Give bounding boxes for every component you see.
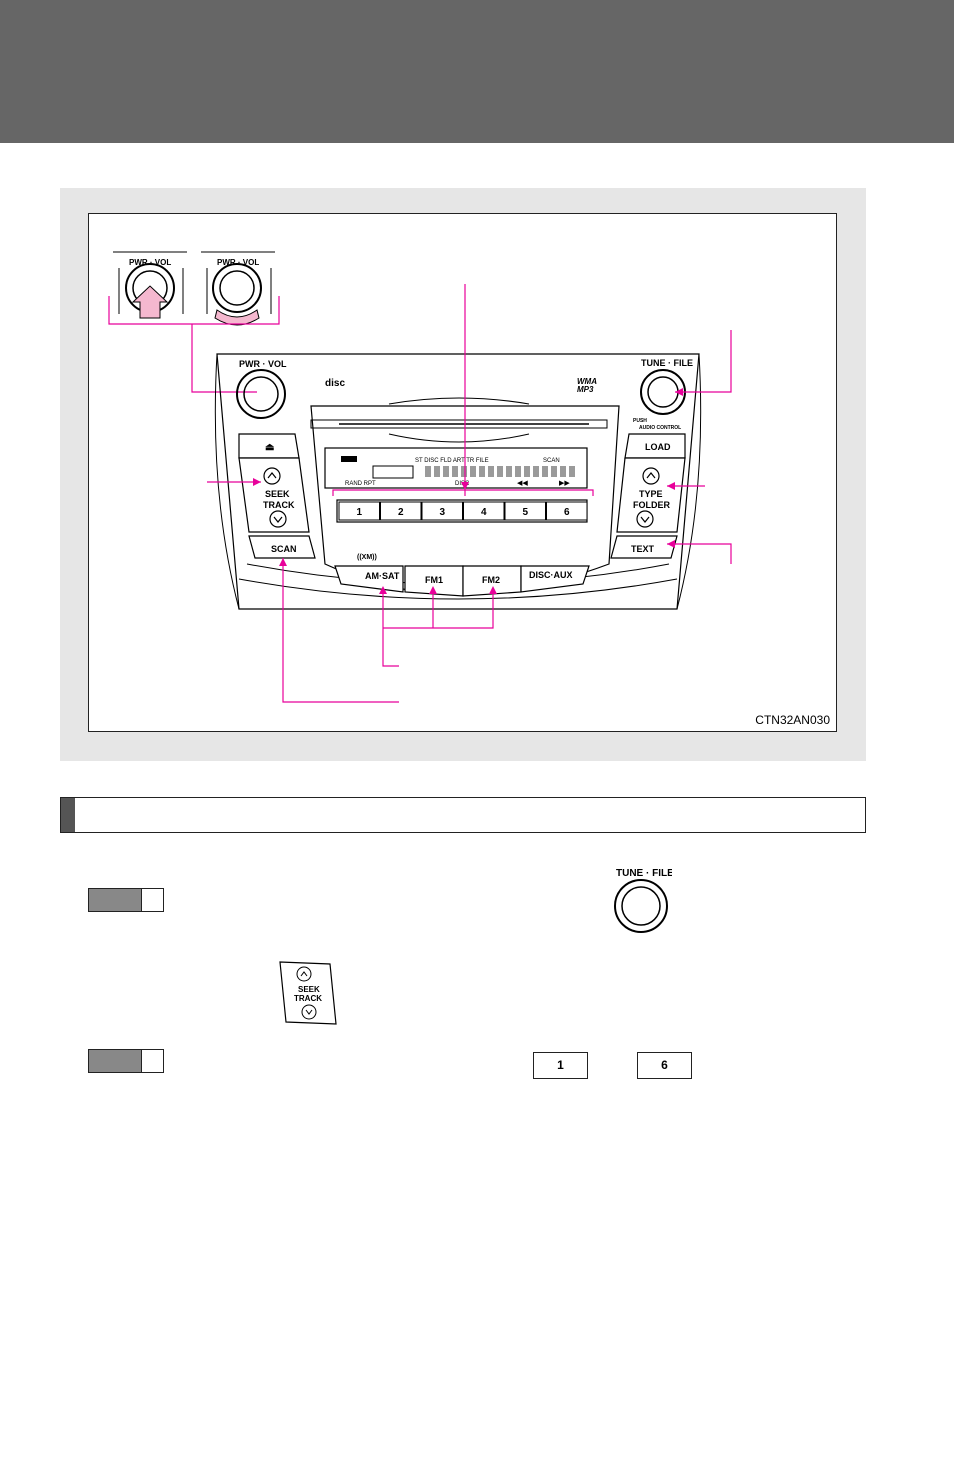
eject-icon: ⏏ xyxy=(265,442,275,453)
preset-label-5: 5 xyxy=(522,507,528,518)
load-label: LOAD xyxy=(645,442,671,452)
seek-track-button[interactable] xyxy=(238,457,310,533)
am-sat-button[interactable] xyxy=(334,565,404,593)
preset-label-2: 2 xyxy=(398,507,404,518)
audio-unit-figure: PWR · VOL PWR · VOL xyxy=(88,213,837,732)
preset-button-1[interactable] xyxy=(338,501,380,521)
pwr-vol-label: PWR · VOL xyxy=(239,359,287,369)
text-button[interactable] xyxy=(610,535,678,559)
preset-key-1-icon: 1 xyxy=(533,1052,588,1079)
pwr-vol-inset-push: PWR · VOL xyxy=(113,251,187,319)
text-label: TEXT xyxy=(631,544,655,554)
figure-code: CTN32AN030 xyxy=(755,713,830,727)
preset-key-6-icon: 6 xyxy=(637,1052,692,1079)
inset-pwr-vol-label-2: PWR · VOL xyxy=(217,258,259,267)
preset-button-5[interactable] xyxy=(504,501,546,521)
scan-button[interactable] xyxy=(248,535,316,559)
fm1-label: FM1 xyxy=(425,575,443,585)
type-down-icon xyxy=(636,510,654,528)
push-label: PUSH xyxy=(633,418,647,424)
step-tag-2 xyxy=(88,1049,164,1073)
section-title-bar xyxy=(60,797,866,833)
scan-label: SCAN xyxy=(271,544,297,554)
audio-unit-drawing: PWR · VOL PWR · VOL xyxy=(108,251,732,703)
preset-label-3: 3 xyxy=(439,507,445,518)
fm2-label: FM2 xyxy=(482,575,500,585)
preset-button-4[interactable] xyxy=(463,501,505,521)
sirius-logo: ((XM)) xyxy=(357,554,377,561)
seek-icon-label-2: TRACK xyxy=(294,994,322,1003)
display-top-indicators: ST DISC FLD ART TR FILE xyxy=(415,458,489,464)
type-folder-button[interactable] xyxy=(616,457,686,533)
type-label: TYPE xyxy=(639,489,663,499)
track-label: TRACK xyxy=(263,500,295,510)
pwr-vol-knob[interactable]: PWR · VOL xyxy=(236,359,287,419)
seek-up-icon xyxy=(263,467,281,485)
preset-button-6[interactable] xyxy=(546,501,588,521)
preset-button-2[interactable] xyxy=(380,501,422,521)
preset-button-3[interactable] xyxy=(421,501,463,521)
lcd-display: ST DISC FLD ART TR FILE SCAN RAND RPT DI… xyxy=(324,447,588,489)
inset-pwr-vol-label-1: PWR · VOL xyxy=(129,258,171,267)
disc-logo: disc xyxy=(325,378,345,389)
preset-label-1: 1 xyxy=(356,507,362,518)
tune-file-knob[interactable]: TUNE · FILE PUSH AUDIO CONTROL xyxy=(633,358,693,431)
section-marker xyxy=(61,798,75,832)
preset-label-6: 6 xyxy=(564,507,570,518)
seek-track-button-icon: SEEK TRACK xyxy=(279,961,337,1025)
folder-label: FOLDER xyxy=(633,500,670,510)
display-bottom-indicators: RAND RPT xyxy=(345,481,376,487)
disc-aux-button[interactable] xyxy=(520,565,590,593)
tune-file-knob-icon: TUNE · FILE xyxy=(614,868,672,933)
display-ff-indicator: ▶▶ xyxy=(559,480,570,487)
disc-aux-label: DISC·AUX xyxy=(529,570,573,580)
seek-label: SEEK xyxy=(265,489,290,499)
display-rew-indicator: ◀◀ xyxy=(517,480,528,487)
seek-down-icon xyxy=(269,510,287,528)
type-up-icon xyxy=(642,467,660,485)
step-tag-1 xyxy=(88,888,164,912)
header-band xyxy=(0,0,954,143)
tune-file-icon-label: TUNE · FILE xyxy=(616,868,672,879)
preset-label-4: 4 xyxy=(481,507,487,518)
tune-file-label: TUNE · FILE xyxy=(641,358,693,368)
callout-arrowheads xyxy=(253,388,683,594)
audio-control-label: AUDIO CONTROL xyxy=(639,425,681,431)
seek-icon-label-1: SEEK xyxy=(298,985,320,994)
pwr-vol-inset-turn: PWR · VOL xyxy=(201,251,275,326)
mp3-logo: MP3 xyxy=(577,385,594,394)
am-sat-label: AM·SAT xyxy=(365,571,400,581)
step-tag-2-fill xyxy=(89,1050,142,1072)
display-scan-indicator: SCAN xyxy=(543,458,560,464)
wma-logo: WMA xyxy=(577,377,597,386)
step-tag-1-fill xyxy=(89,889,142,911)
